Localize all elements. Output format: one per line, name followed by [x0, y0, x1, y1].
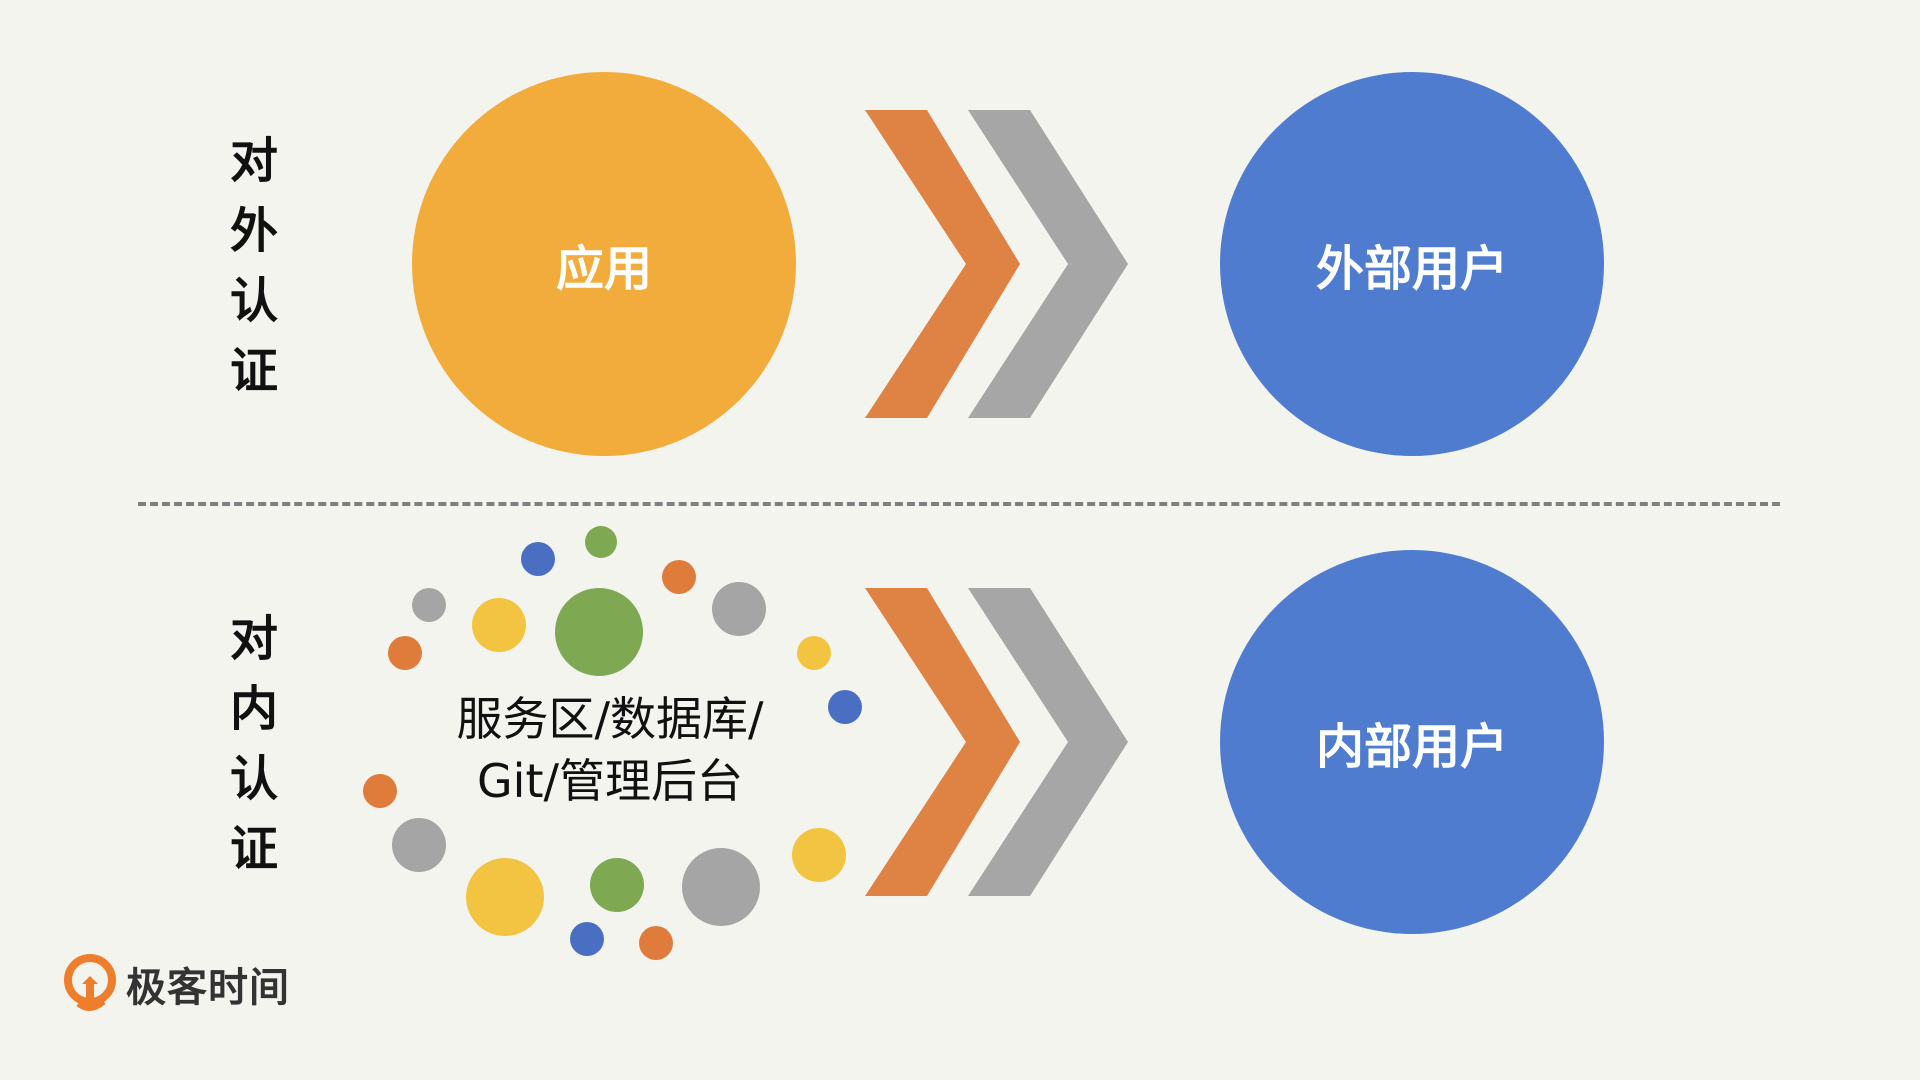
- dot-yellow-large: [466, 858, 544, 936]
- dot-gray-large: [682, 848, 760, 926]
- chevron-gray-icon: [968, 588, 1128, 896]
- dot-yellow: [797, 636, 831, 670]
- dot-blue: [521, 542, 555, 576]
- dot-yellow: [792, 828, 846, 882]
- dot-green-large: [555, 588, 643, 676]
- circle-external-users-label: 外部用户: [1315, 241, 1508, 297]
- side-label-internal-auth: 对 内 认 证: [229, 611, 278, 877]
- internal-services-cluster: 服务区/数据库/ Git/管理后台: [350, 518, 870, 968]
- dot-orange: [363, 774, 397, 808]
- internal-services-line2: Git/管理后台: [477, 754, 743, 808]
- dot-orange: [662, 560, 696, 594]
- internal-services-label: 服务区/数据库/ Git/管理后台: [350, 688, 870, 812]
- chevron-arrows-external: [865, 110, 1128, 418]
- chevron-gray-icon: [968, 110, 1128, 418]
- brand-logo: 极客时间: [64, 952, 290, 1016]
- dot-gray: [392, 818, 446, 872]
- dot-gray: [712, 582, 766, 636]
- internal-services-line1: 服务区/数据库/: [456, 692, 764, 746]
- dot-orange: [388, 636, 422, 670]
- circle-application-label: 应用: [555, 241, 652, 297]
- brand-name: 极客时间: [126, 965, 290, 1011]
- dot-green: [585, 526, 617, 558]
- circle-internal-users-label: 内部用户: [1315, 719, 1508, 775]
- dot-blue: [570, 922, 604, 956]
- chevron-orange-icon: [865, 588, 1020, 896]
- circle-application: 应用: [412, 72, 796, 456]
- dot-gray: [412, 588, 446, 622]
- dot-orange: [639, 926, 673, 960]
- dot-green: [590, 858, 644, 912]
- chevron-orange-icon: [865, 110, 1020, 418]
- circle-external-users: 外部用户: [1220, 72, 1604, 456]
- dot-blue: [828, 690, 862, 724]
- dot-yellow: [472, 598, 526, 652]
- geektime-logo-icon: [64, 954, 116, 1011]
- circle-internal-users: 内部用户: [1220, 550, 1604, 934]
- side-label-external-auth: 对 外 认 证: [229, 133, 278, 399]
- chevron-arrows-internal: [865, 588, 1128, 896]
- section-divider: [138, 502, 1780, 506]
